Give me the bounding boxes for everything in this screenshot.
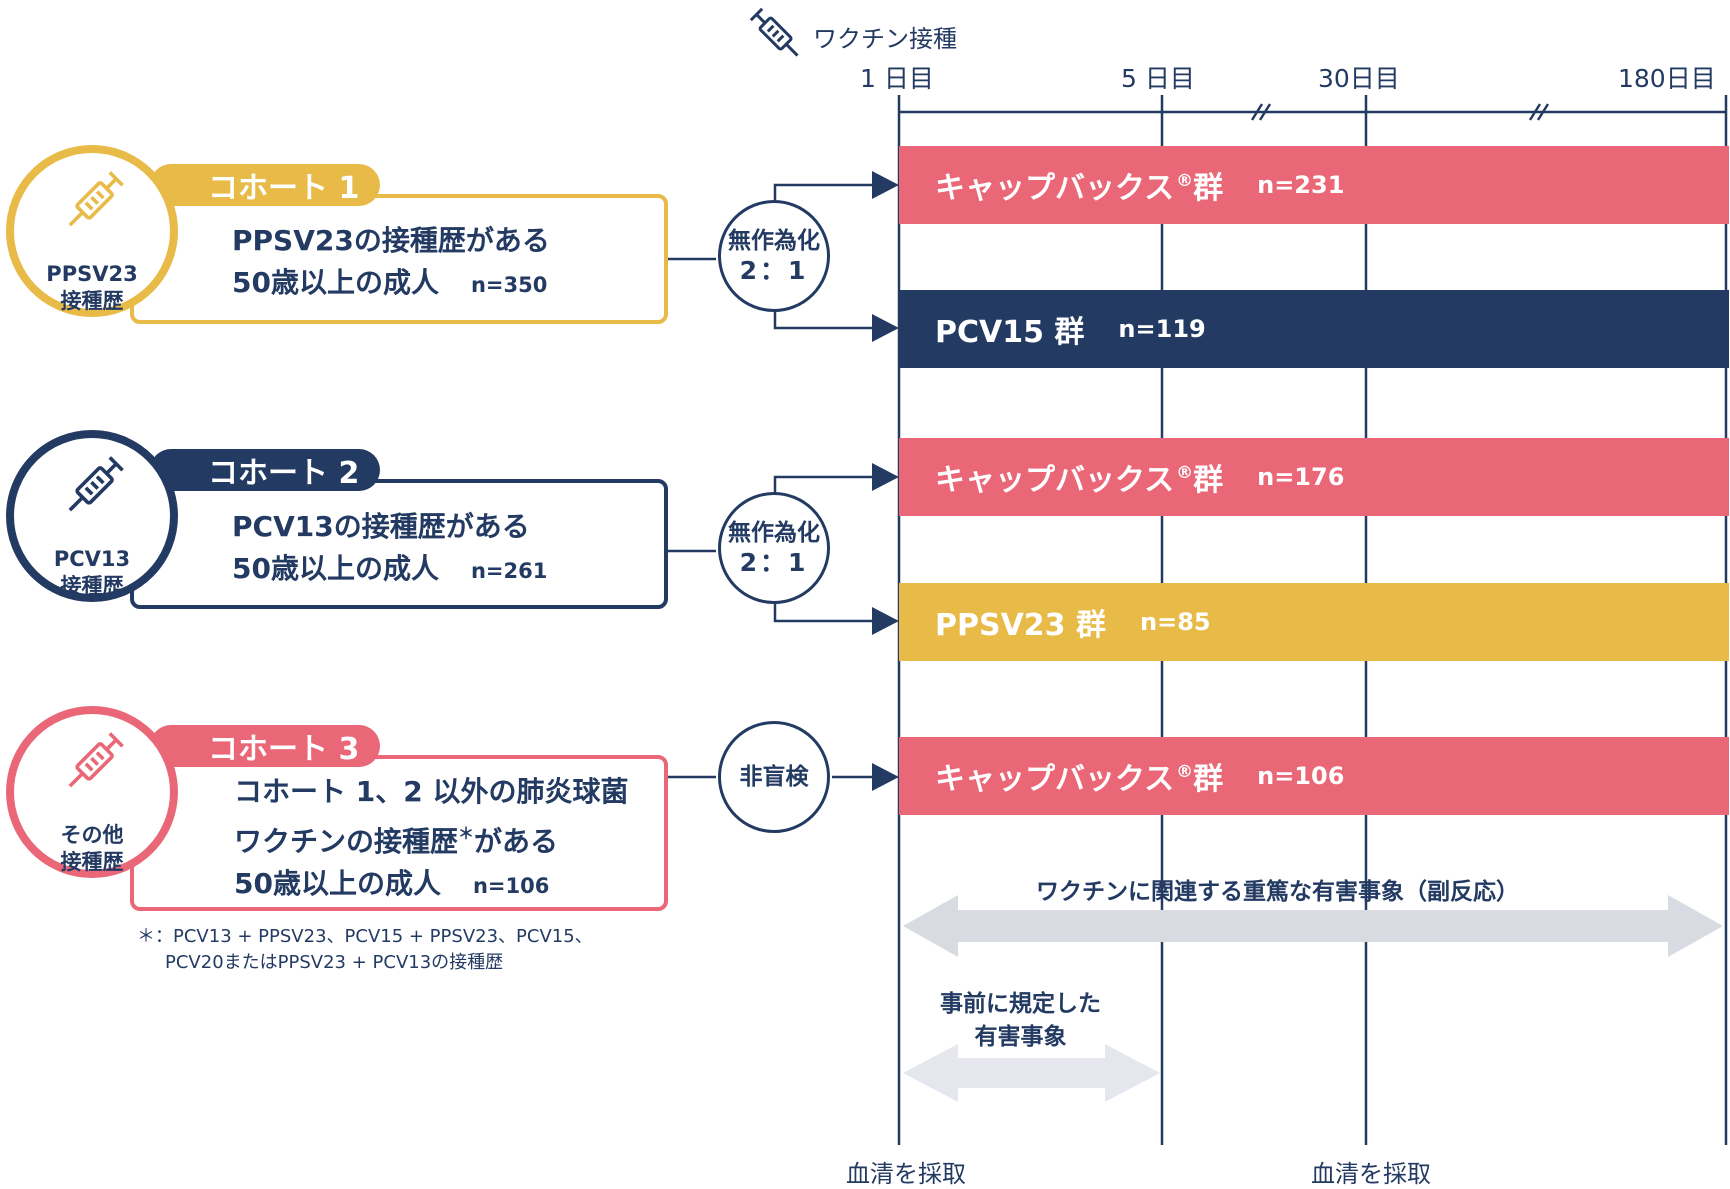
- cohort2-circle-label: PCV13 接種歴: [53, 547, 131, 598]
- open-label-circle: 非盲検: [718, 721, 830, 833]
- syringe-icon: [58, 167, 128, 241]
- tick-day5: 5 日目: [1121, 64, 1195, 93]
- arrowhead: [872, 607, 899, 635]
- cohort3-circle: その他 接種歴: [6, 706, 178, 878]
- arrowhead: [872, 463, 899, 491]
- arrowhead: [872, 314, 899, 342]
- syringe-icon: [58, 452, 128, 526]
- cohort2-connectors: [668, 475, 874, 623]
- cohort1-circle-label: PPSV23 接種歴: [46, 262, 138, 313]
- tick-day30: 30日目: [1318, 64, 1400, 93]
- group-name: キャップバックス®群: [935, 762, 1224, 797]
- group-n: n=106: [1257, 762, 1345, 790]
- group-bar-capvaxive-2: キャップバックス®群 n=176: [899, 438, 1729, 516]
- group-n: n=231: [1257, 171, 1345, 199]
- cohort3-box: [130, 755, 668, 911]
- cohort2-tab: コホート 2: [150, 449, 380, 491]
- group-name: PPSV23 群: [935, 608, 1106, 643]
- arrowhead: [872, 171, 899, 199]
- group-bar-capvaxive-3: キャップバックス®群 n=106: [899, 737, 1729, 815]
- serum-collection-day30: 血清を採取: [1311, 1160, 1431, 1188]
- axis-break-2: [1528, 103, 1550, 121]
- tick-day180: 180日目: [1618, 64, 1716, 93]
- group-n: n=176: [1257, 463, 1345, 491]
- group-name: PCV15 群: [935, 315, 1085, 350]
- footnote: ＊：PCV13 + PPSV23、PCV15 + PPSV23、PCV15、 P…: [137, 926, 593, 973]
- serious-ae-label: ワクチンに関連する重篤な有害事象（副反応）: [1036, 879, 1519, 905]
- serious-ae-arrow: [903, 895, 1723, 957]
- cohort2-box: [130, 479, 668, 609]
- solicited-ae-arrow: [903, 1044, 1160, 1102]
- vaccination-label: ワクチン接種: [813, 25, 957, 53]
- group-name: キャップバックス®群: [935, 171, 1224, 206]
- group-bar-pcv15: PCV15 群 n=119: [899, 290, 1729, 368]
- axis-break-1: [1250, 103, 1272, 121]
- group-name: キャップバックス®群: [935, 463, 1224, 498]
- tick-day1: 1 日目: [860, 64, 934, 93]
- randomization-circle-1: 無作為化 2：1: [718, 200, 830, 312]
- cohort2-circle: PCV13 接種歴: [6, 430, 178, 602]
- solicited-ae-label: 事前に規定した 有害事象: [940, 991, 1101, 1050]
- syringe-icon: [58, 728, 128, 802]
- group-bar-capvaxive-1: キャップバックス®群 n=231: [899, 146, 1729, 224]
- randomization-circle-2: 無作為化 2：1: [718, 492, 830, 604]
- group-n: n=85: [1140, 608, 1211, 636]
- header-syringe-icon: [746, 4, 808, 70]
- arrowhead: [872, 763, 899, 791]
- cohort1-tab: コホート 1: [150, 164, 380, 206]
- group-bar-ppsv23: PPSV23 群 n=85: [899, 583, 1729, 661]
- cohort3-circle-label: その他 接種歴: [60, 823, 124, 874]
- cohort1-box: [130, 194, 668, 324]
- cohort1-circle: PPSV23 接種歴: [6, 145, 178, 317]
- serum-collection-day1: 血清を採取: [846, 1160, 966, 1188]
- group-n: n=119: [1118, 315, 1206, 343]
- cohort3-tab: コホート 3: [150, 725, 380, 767]
